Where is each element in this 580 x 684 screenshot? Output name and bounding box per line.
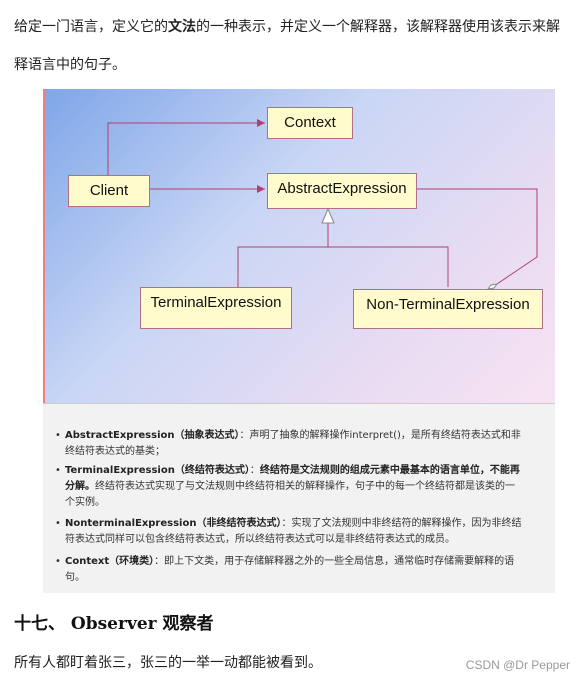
list-item: • TerminalExpression（终结符表达式）：终结符是文法规则的组成… [55, 465, 520, 508]
section-heading: 十七、 Observer 观察者 [14, 614, 214, 634]
bullet-dot: • [55, 465, 61, 476]
term: AbstractExpression（抽象表达式） [65, 430, 240, 441]
list-item: • AbstractExpression（抽象表达式）：声明了抽象的解释操作in… [55, 430, 521, 457]
description: 终结符表达式实现了与文法规则中终结符相关的解释操作，句子中的每一个终结符都是该类… [65, 481, 515, 508]
list-item: • NonterminalExpression（非终结符表达式）：实现了文法规则… [55, 518, 522, 545]
inherit-branches [237, 246, 449, 287]
list-item: • Context（环境类）：即上下文类，用于存储解释器之外的一些全局信息，通常… [55, 556, 515, 583]
abstract-arrowhead [257, 185, 265, 193]
nonterminal-expression-box: Non-TerminalExpression [353, 289, 543, 329]
intro-text-2: 的一种表示，并定义一个解释器，该解释器使用该表示来解释语言中的句子。 [14, 19, 560, 73]
term: Context（环境类） [65, 556, 155, 567]
context-arrowhead [257, 119, 265, 127]
term: TerminalExpression（终结符表达式） [65, 465, 250, 476]
definition-list: • AbstractExpression（抽象表达式）：声明了抽象的解释操作in… [43, 403, 555, 593]
terminal-expression-label: TerminalExpression [150, 294, 282, 311]
context-box: Context [267, 107, 353, 139]
description: 即上下文类，用于存储解释器之外的一些全局信息，通常临时存储需要解释的语句。 [65, 556, 515, 583]
uml-diagram: Context Client AbstractExpression Termin… [43, 89, 555, 403]
term: NonterminalExpression（非终结符表达式） [65, 518, 282, 529]
terminal-expression-box: TerminalExpression [140, 287, 292, 329]
inherit-triangle [321, 207, 335, 224]
client-label: Client [89, 182, 129, 199]
client-context-line [107, 122, 265, 175]
section-paragraph: 所有人都盯着张三，张三的一举一动都能被看到。 [14, 655, 322, 671]
intro-paragraph: 给定一门语言，定义它的文法的一种表示，并定义一个解释器，该解释器使用该表示来解释… [14, 8, 570, 84]
abstract-expression-label: AbstractExpression [277, 180, 407, 197]
bullet-dot: • [55, 556, 61, 567]
client-box: Client [68, 175, 150, 207]
abstract-expression-box: AbstractExpression [267, 173, 417, 209]
description: 实现了文法规则中非终结符的解释操作，因为非终结符表达式同样可以包含终结符表达式，… [65, 518, 522, 545]
intro-text-1: 给定一门语言，定义它的 [14, 19, 168, 35]
nonterminal-expression-label: Non-TerminalExpression [366, 296, 530, 313]
watermark: CSDN @Dr Pepper [465, 658, 570, 672]
context-label: Context [284, 114, 336, 131]
bullet-dot: • [55, 430, 61, 441]
aggregation-line [415, 188, 538, 285]
description: 声明了抽象的解释操作interpret()，是所有终结符表达式和非终结符表达式的… [65, 430, 521, 457]
bullet-dot: • [55, 518, 61, 529]
intro-bold-term: 文法 [168, 19, 196, 35]
